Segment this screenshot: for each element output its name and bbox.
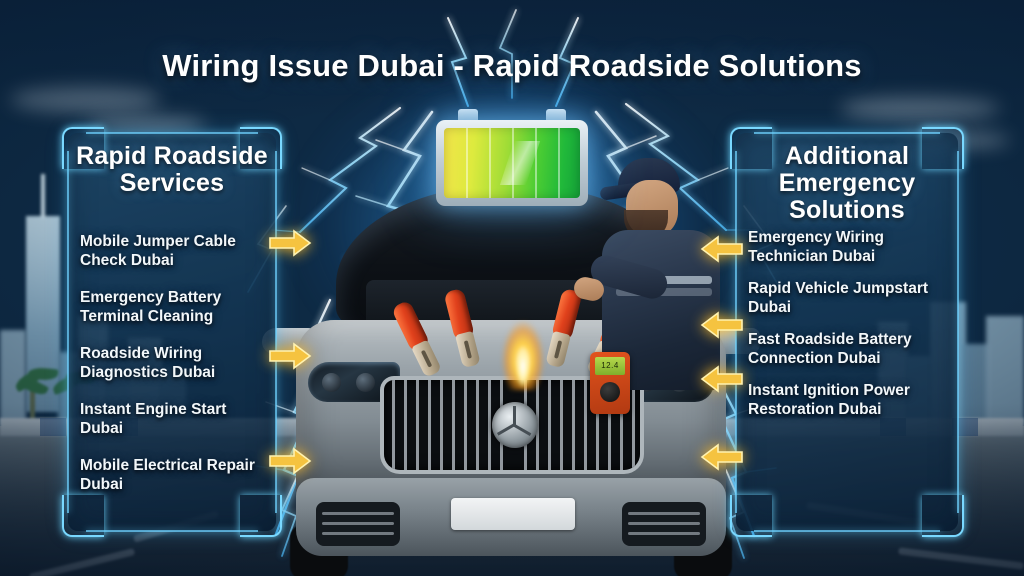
panel-corner-bracket (922, 495, 964, 537)
panel-edge (86, 530, 258, 532)
panel-corner-bracket (730, 127, 772, 169)
list-item: Mobile Electrical Repair Dubai (80, 457, 255, 493)
list-item: Fast Roadside Battery Connection Dubai (748, 331, 912, 367)
panel-edge (275, 151, 277, 513)
arrow-left-icon (700, 443, 743, 471)
jumper-clamp (544, 287, 583, 369)
arrow-left-icon (700, 365, 743, 393)
panel-corner-bracket (62, 127, 104, 169)
arrow-right-icon (269, 229, 312, 257)
bumper-vent (316, 502, 400, 546)
list-item: Instant Engine Start Dubai (80, 401, 227, 437)
battery-terminal-positive (458, 109, 478, 122)
car-battery-icon (436, 109, 588, 206)
arrow-right-icon (269, 447, 312, 475)
battery-highlight (499, 140, 540, 185)
panel-corner-bracket (240, 495, 282, 537)
panel-corner-bracket (730, 495, 772, 537)
panel-edge (67, 151, 69, 513)
panel-corner-bracket (62, 495, 104, 537)
bumper-vent (622, 502, 706, 546)
multimeter-reading: 12.4 (595, 357, 625, 375)
panel-edge (754, 132, 940, 134)
list-item: Rapid Vehicle Jumpstart Dubai (748, 280, 929, 316)
arrow-left-icon (700, 235, 743, 263)
panel-edge (957, 151, 959, 513)
panel-edge (86, 132, 258, 134)
right-panel-heading: Additional Emergency Solutions (778, 142, 916, 224)
arrow-left-icon (700, 311, 743, 339)
panel-corner-bracket (922, 127, 964, 169)
spark-core (514, 334, 532, 388)
list-item: Mobile Jumper Cable Check Dubai (80, 233, 236, 269)
battery-terminal-negative (546, 109, 566, 122)
left-services-panel: Rapid Roadside Services Mobile Jumper Ca… (62, 127, 282, 537)
license-plate (451, 498, 575, 530)
panel-corner-bracket (240, 127, 282, 169)
arrow-right-icon (269, 342, 312, 370)
battery-charge-level (444, 128, 580, 198)
right-solutions-panel: Additional Emergency Solutions Emergency… (730, 127, 964, 537)
multimeter-dial (600, 382, 620, 402)
list-item: Emergency Wiring Technician Dubai (748, 229, 884, 265)
panel-edge (754, 530, 940, 532)
panel-edge (735, 151, 737, 513)
list-item: Emergency Battery Terminal Cleaning (80, 289, 222, 325)
left-panel-heading: Rapid Roadside Services (76, 142, 268, 197)
list-item: Instant Ignition Power Restoration Dubai (748, 382, 910, 418)
car-brand-emblem (492, 402, 538, 448)
jumper-clamp (443, 287, 481, 369)
list-item: Roadside Wiring Diagnostics Dubai (80, 345, 216, 381)
page-title: Wiring Issue Dubai - Rapid Roadside Solu… (162, 48, 862, 83)
multimeter-icon: 12.4 (590, 352, 630, 414)
left-panel-list: Mobile Jumper Cable Check Dubai Emergenc… (80, 233, 266, 513)
jumper-cable-clamp-icon (390, 272, 638, 392)
battery-shell (436, 120, 588, 206)
right-panel-list: Emergency Wiring Technician Dubai Rapid … (748, 229, 948, 433)
